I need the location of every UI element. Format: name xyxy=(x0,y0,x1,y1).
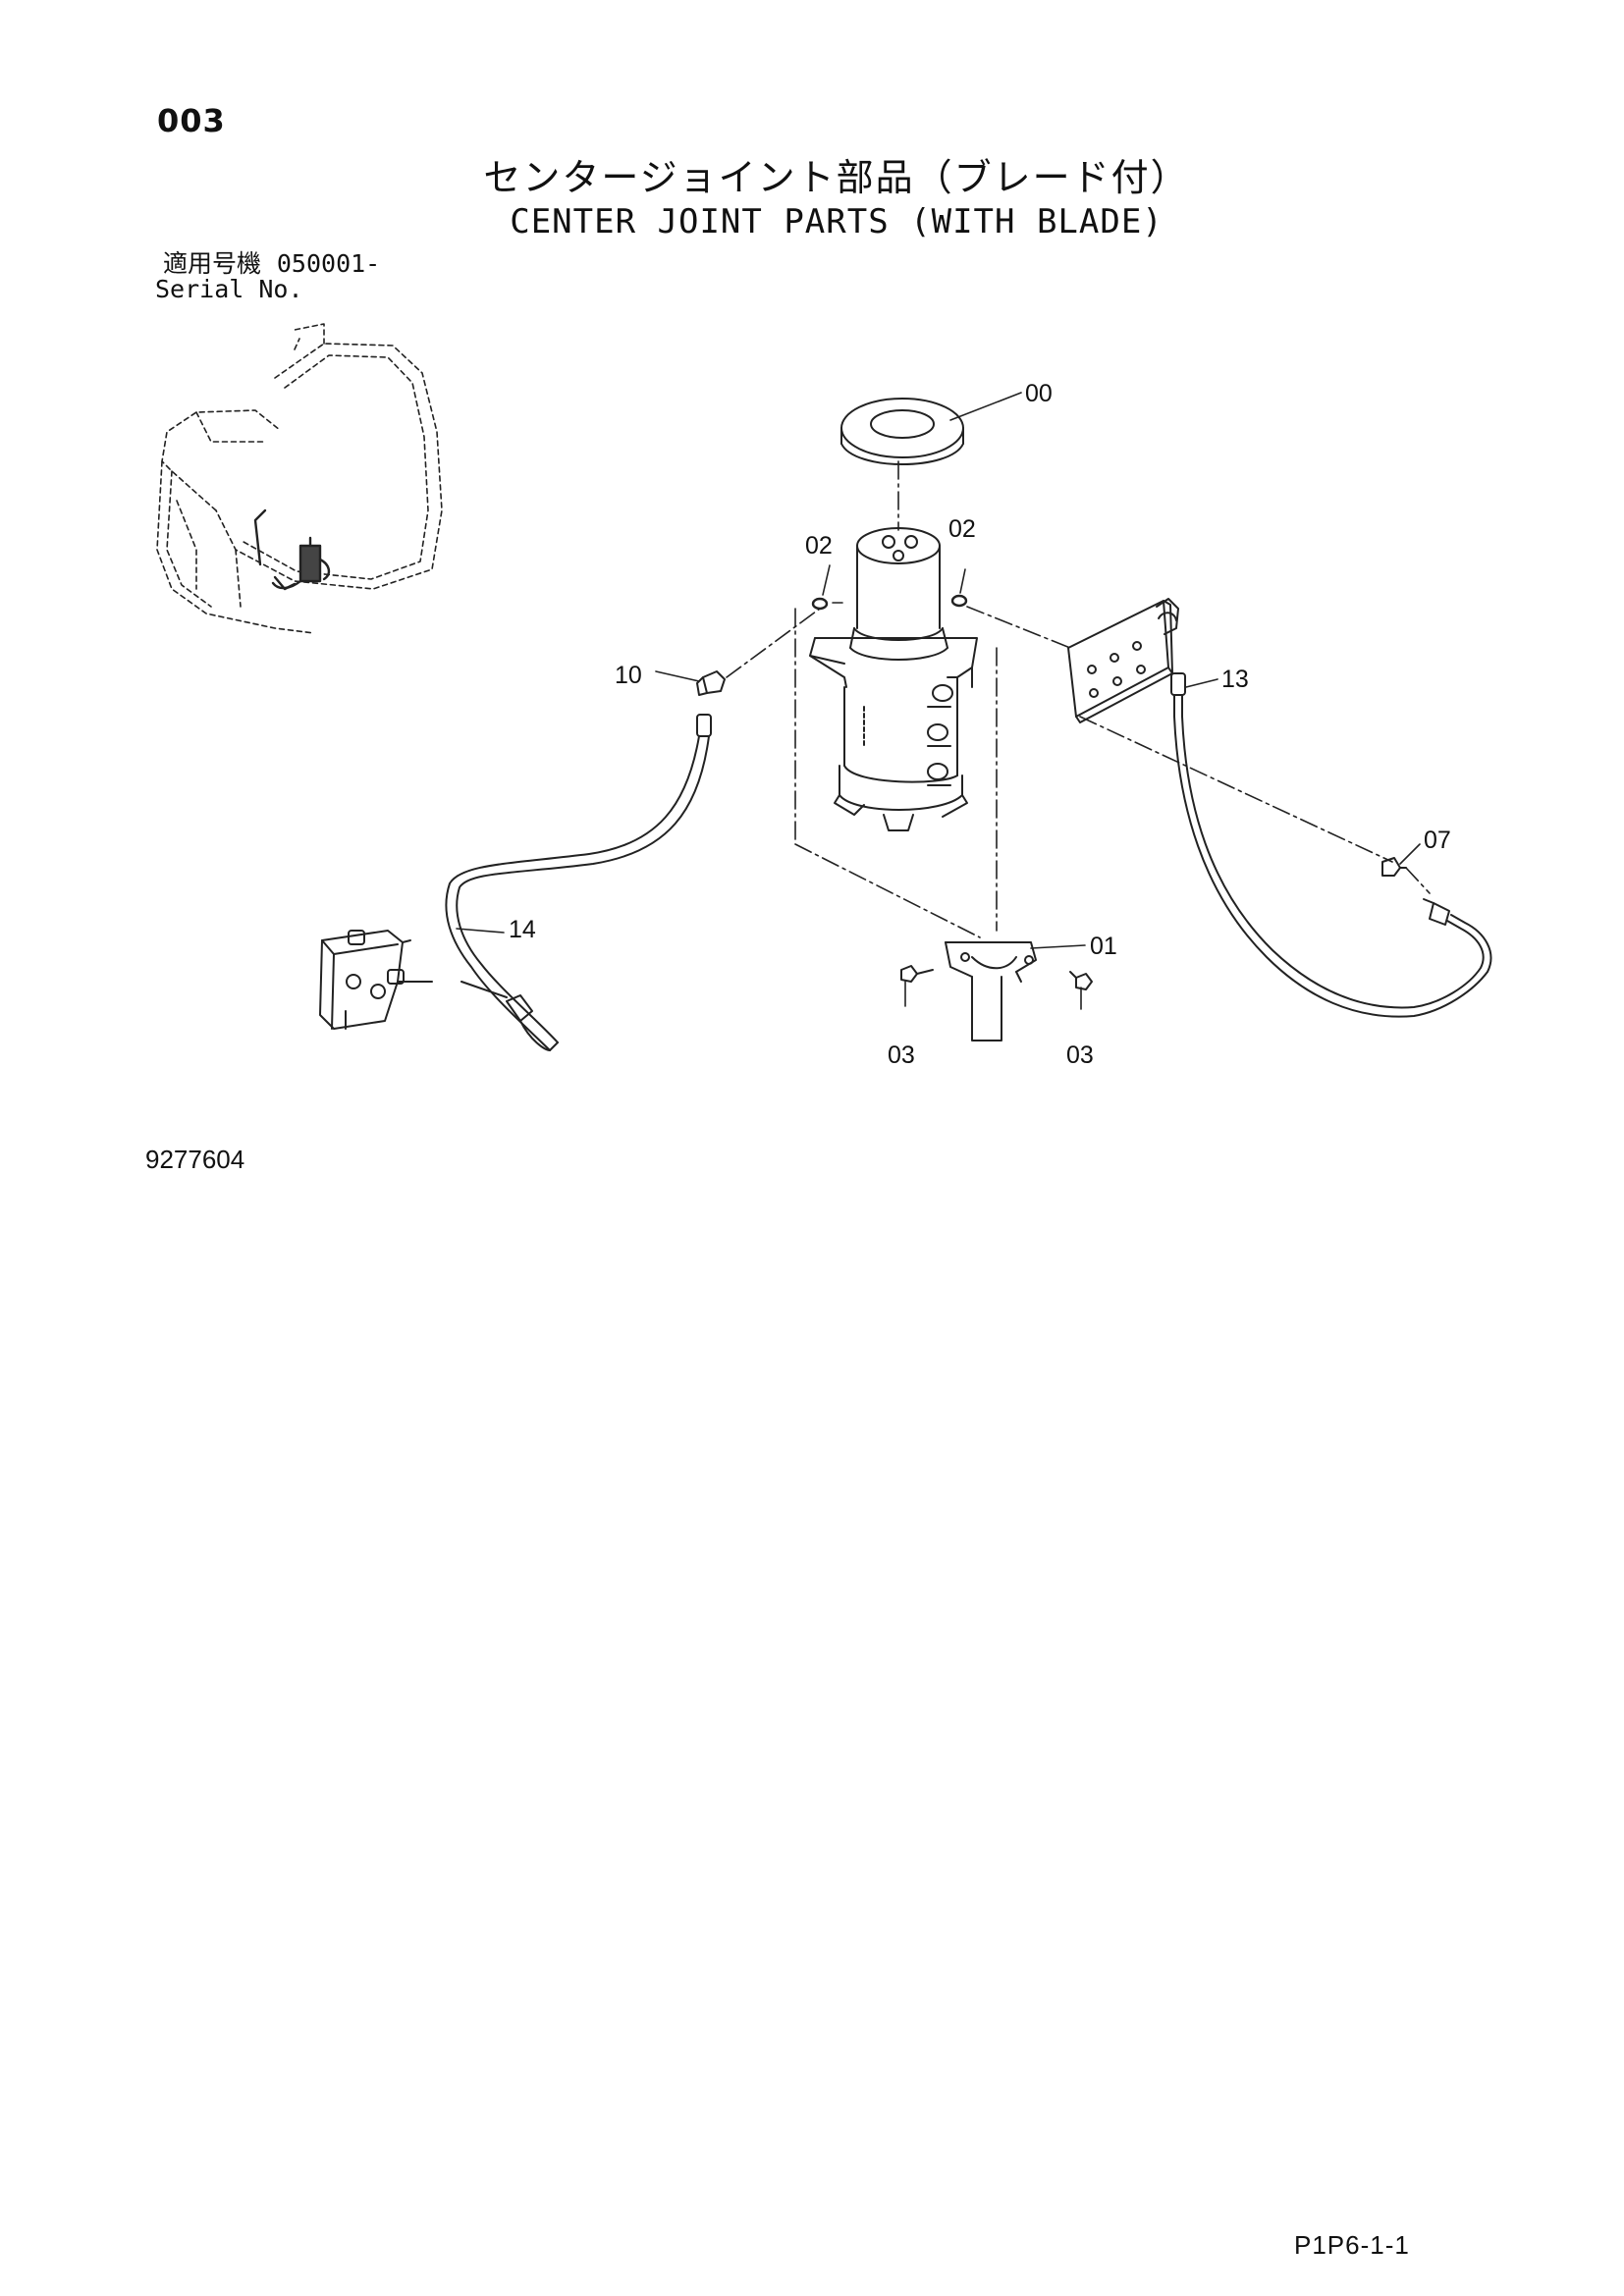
manifold-plate xyxy=(1067,598,1179,723)
serial-block: 適用号機 050001- Serial No. xyxy=(155,251,380,302)
serial-line-jp: 適用号機 050001- xyxy=(155,251,380,277)
serial-value: 050001- xyxy=(276,249,381,278)
page-code: 003 xyxy=(157,102,226,139)
callout-label: 00 xyxy=(1025,380,1053,407)
callout-label: 10 xyxy=(615,662,642,689)
part-10-fitting xyxy=(696,670,726,696)
callout-label: 01 xyxy=(1090,933,1117,960)
serial-label-jp: 適用号機 xyxy=(162,249,261,278)
callout-labels: 00 02 02 10 13 07 14 01 03 03 xyxy=(509,380,1451,1069)
inset-highlight xyxy=(253,508,331,591)
callout-label: 02 xyxy=(948,515,976,543)
valve-block xyxy=(319,930,433,1030)
callout-label: 07 xyxy=(1424,827,1451,854)
callout-label: 03 xyxy=(888,1041,915,1069)
center-joint-body xyxy=(809,527,978,831)
callout-label: 13 xyxy=(1221,666,1249,693)
part-07-fitting xyxy=(1381,857,1407,877)
machine-location-inset xyxy=(156,323,443,634)
page-reference: P1P6-1-1 xyxy=(1294,2230,1410,2260)
title-japanese: センタージョイント部品（ブレード付） xyxy=(483,156,1190,199)
part-13-hose xyxy=(1170,672,1492,1018)
part-03-bolts xyxy=(900,965,1093,990)
part-01-bracket xyxy=(945,941,1037,1041)
callout-label: 02 xyxy=(805,532,833,560)
assembly-lines xyxy=(726,460,1431,938)
callout-label: 14 xyxy=(509,916,536,943)
figure-number: 9277604 xyxy=(145,1145,245,1174)
part-14-hose xyxy=(445,714,712,1051)
title-english: CENTER JOINT PARTS (WITH BLADE) xyxy=(510,202,1164,241)
leader-lines xyxy=(456,392,1421,1010)
part-00-seal-ring xyxy=(840,398,964,465)
serial-label-en: Serial No. xyxy=(155,275,303,303)
callout-label: 03 xyxy=(1066,1041,1094,1069)
